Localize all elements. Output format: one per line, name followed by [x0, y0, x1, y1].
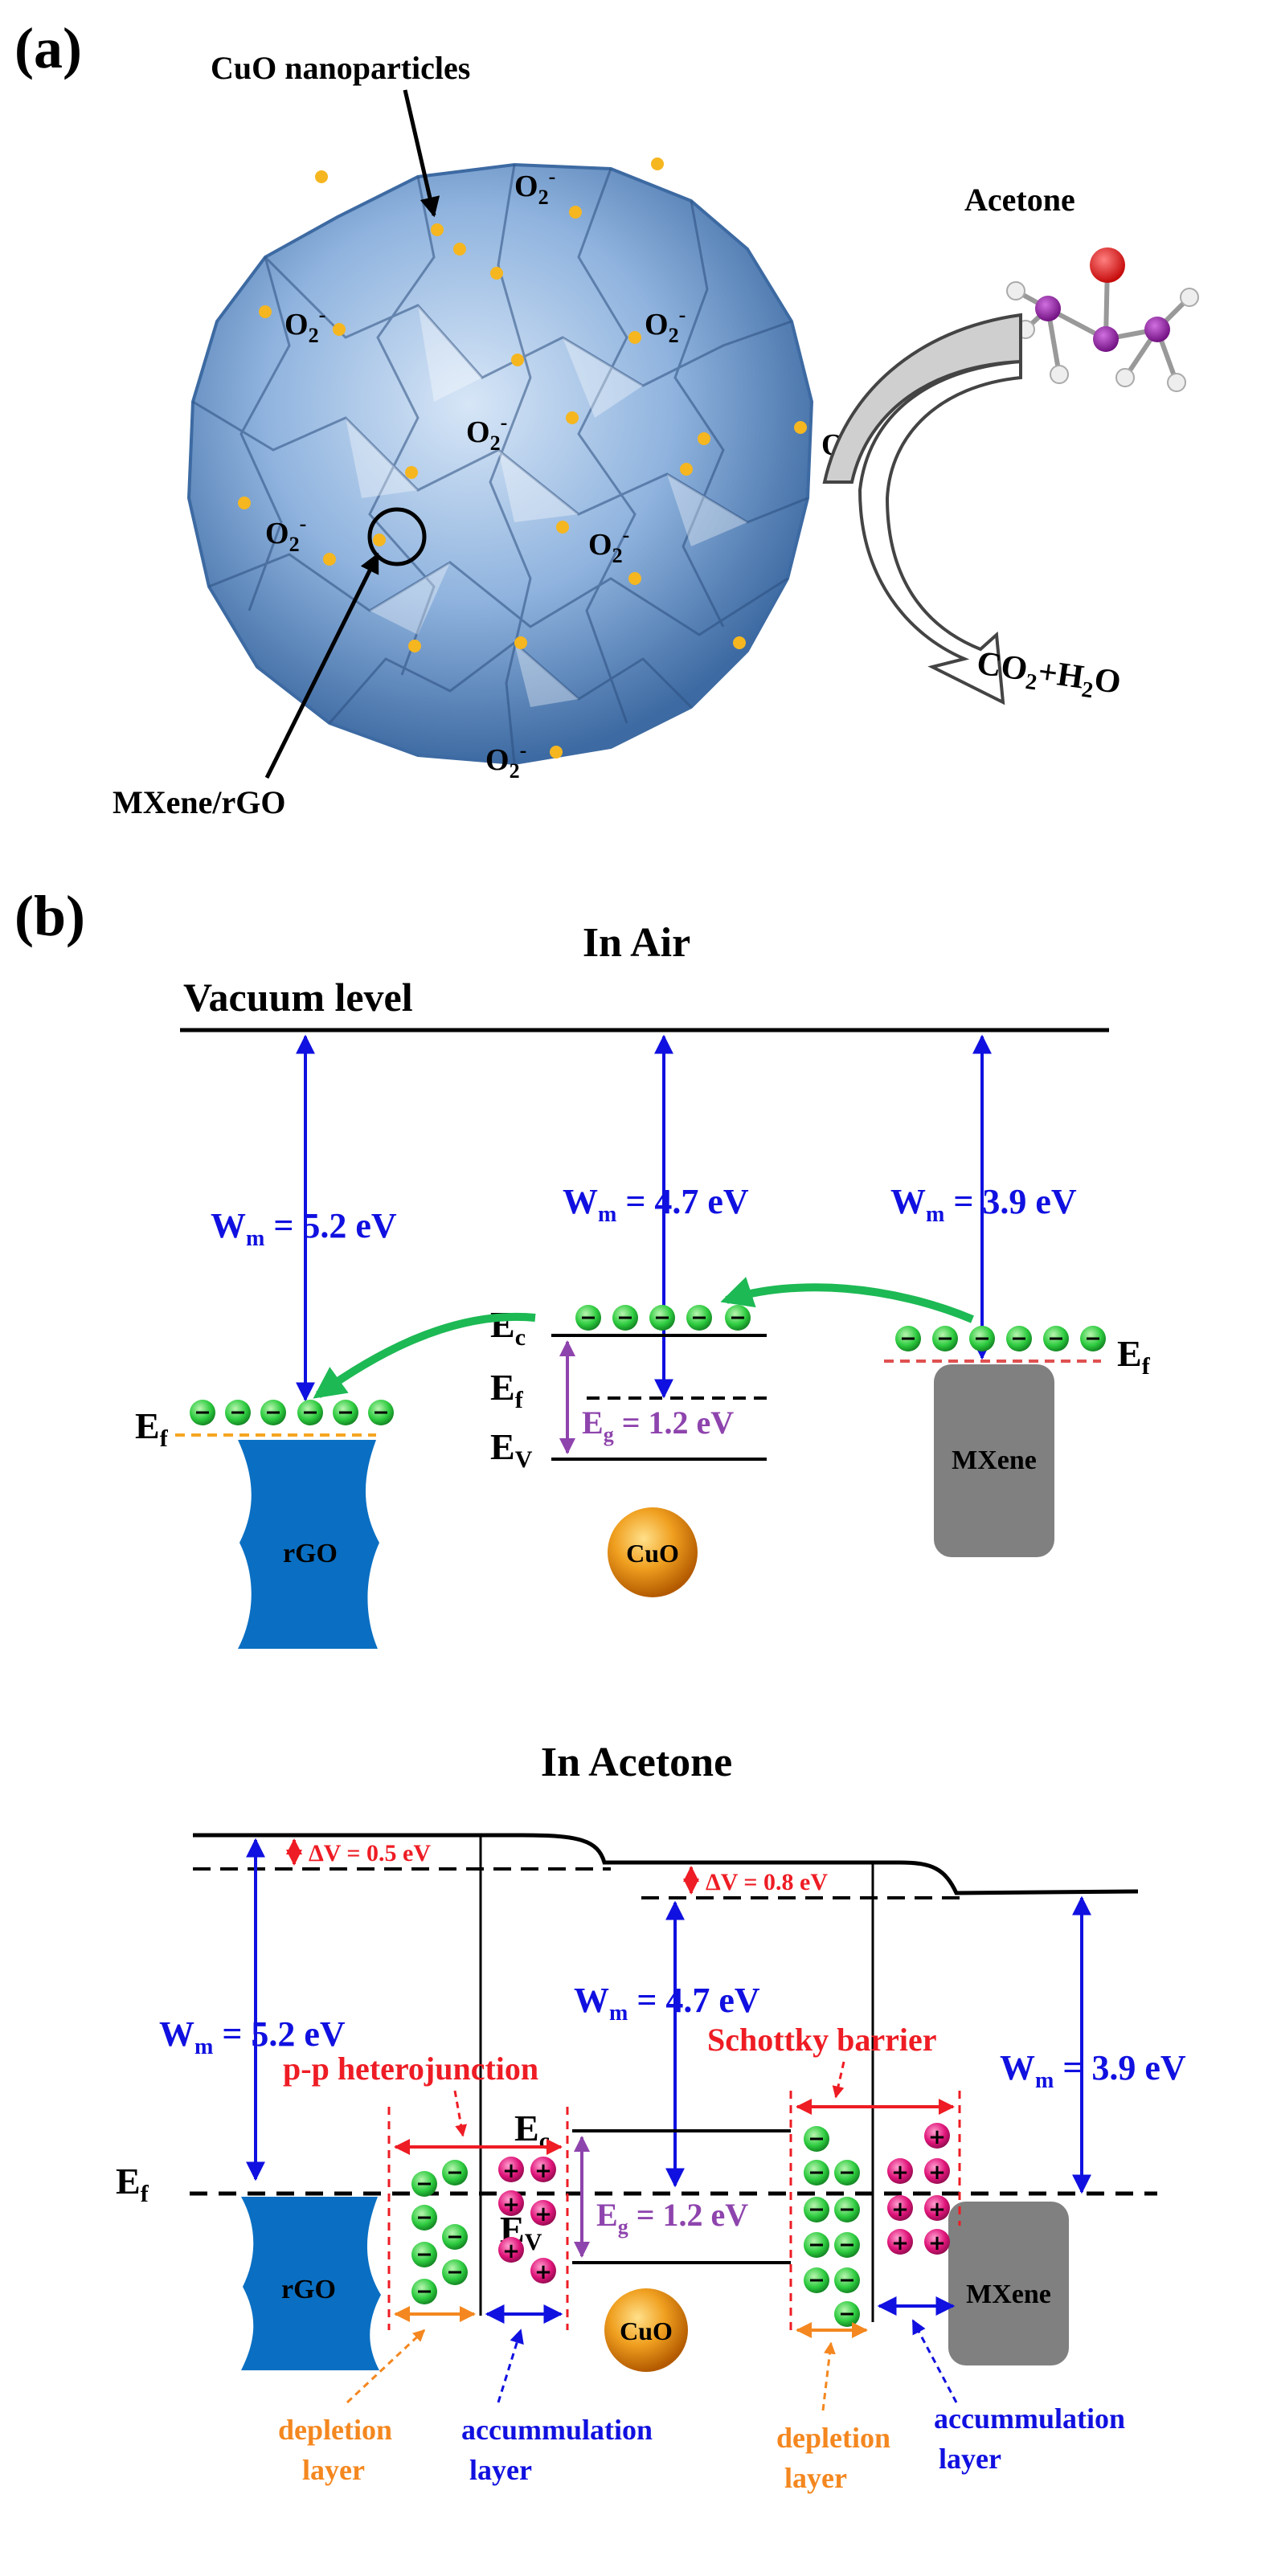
wm-rgo-label-acetone: Wm = 5.2 eV [159, 2014, 346, 2059]
cuo-pointer-arrow [403, 89, 440, 218]
electron-transfer-arrow-mxene-cuo [720, 1277, 974, 1323]
accumulation-label-left: accummulation [461, 2414, 653, 2446]
svg-text:+: + [928, 2161, 946, 2185]
mxene-label-acetone: MXene [966, 2280, 1051, 2309]
vacuum-level-label: Vacuum level [183, 975, 413, 1020]
wm-mxene-label: Wm = 3.9 eV [890, 1182, 1077, 1227]
schottky-electrons [804, 2126, 860, 2327]
accumulation-label-right: accummulation [934, 2402, 1125, 2435]
rgo-block-air: rGO [175, 1433, 379, 1649]
accumulation-layer-left: layer [469, 2454, 532, 2486]
rgo-label-air: rGO [283, 1539, 338, 1568]
in-acetone-title: In Acetone [541, 1740, 732, 1785]
svg-text:+: + [534, 2202, 552, 2226]
depletion-label-left: depletion [278, 2414, 392, 2446]
svg-text:+: + [502, 2193, 520, 2217]
ev-label-air: EV [490, 1426, 533, 1473]
wm-cuo-label-acetone: Wm = 4.7 eV [574, 1981, 760, 2026]
accumulation-pointer-left [497, 2329, 524, 2403]
svg-text:+: + [534, 2260, 552, 2284]
o2-label: O2- [588, 523, 629, 567]
mxene-rgo-pointer-arrow [264, 552, 380, 779]
panel-b-acetone: In Acetone ΔV = 0.5 eV ΔV = 0.8 eV Wm = … [116, 1740, 1186, 2494]
svg-text:+: + [928, 2125, 946, 2149]
panel-a: (a) [14, 16, 1199, 820]
svg-text:+: + [502, 2239, 520, 2263]
cuo-sphere-air: CuO [608, 1507, 698, 1597]
schottky-barrier-label: Schottky barrier [707, 2022, 937, 2058]
eg-label-air: Eg = 1.2 eV [582, 1405, 734, 1446]
ec-label-air: Ec [490, 1304, 526, 1351]
panel-b-air: (b) In Air Vacuum level Wm = 5.2 eV Wm =… [14, 884, 1151, 1649]
cuo-electrons-air [575, 1305, 751, 1331]
ef-mxene-air: Ef [1117, 1333, 1151, 1380]
panel-a-label: (a) [14, 16, 82, 80]
rgo-block-acetone: rGO [241, 2197, 381, 2370]
dv2-label: ΔV = 0.8 eV [706, 1869, 828, 1895]
accumulation-layer-right: layer [939, 2443, 1001, 2475]
svg-text:+: + [891, 2161, 909, 2185]
depletion-label-right: depletion [776, 2422, 890, 2454]
pp-electrons [411, 2160, 468, 2304]
mxene-block-acetone: MXene [948, 2202, 1069, 2365]
accumulation-pointer-right [911, 2319, 958, 2403]
o2-label: O2- [284, 303, 325, 347]
cuo-label-air: CuO [626, 1539, 679, 1568]
o2-label: O2- [485, 738, 526, 783]
mxene-rgo-label: MXene/rGO [113, 784, 286, 820]
depletion-pointer-right [821, 2341, 836, 2411]
cuo-nanoparticles-label: CuO nanoparticles [211, 50, 470, 86]
pp-holes: + + + + + + [498, 2157, 556, 2284]
acetone-molecule [1006, 247, 1199, 392]
electron-transfer-arrow-cuo-rgo [313, 1312, 536, 1399]
depletion-layer-right: layer [784, 2462, 847, 2494]
in-air-title: In Air [583, 920, 690, 966]
ef-cuo-air: Ef [490, 1367, 524, 1413]
wm-rgo-label: Wm = 5.2 eV [211, 1206, 397, 1251]
mxene-rgo-highlight-circle [367, 507, 427, 566]
cuo-nanoparticle-dots [238, 157, 807, 758]
svg-text:+: + [928, 2231, 946, 2255]
svg-text:+: + [928, 2198, 946, 2222]
eg-label-acetone: Eg = 1.2 eV [596, 2197, 748, 2239]
ef-rgo-air: Ef [135, 1405, 169, 1452]
cuo-sphere-acetone: CuO [604, 2288, 688, 2372]
depletion-pointer-left [346, 2329, 426, 2404]
ef-label-acetone: Ef [116, 2161, 149, 2207]
rgo-electrons-air [190, 1400, 394, 1425]
rgo-label-acetone: rGO [281, 2275, 336, 2304]
pp-pointer-arrow [453, 2090, 468, 2137]
acetone-vacuum-line [193, 1833, 1139, 1895]
o2-label: O2- [645, 303, 686, 347]
mxene-rgo-sphere [186, 162, 814, 766]
reaction-arrow [822, 313, 1022, 705]
o2-label: O2- [466, 411, 507, 455]
svg-text:+: + [534, 2159, 552, 2183]
acetone-label: Acetone [964, 182, 1075, 218]
pp-heterojunction-label: p-p heterojunction [283, 2051, 538, 2087]
svg-text:+: + [891, 2231, 909, 2255]
mxene-label-air: MXene [952, 1445, 1037, 1475]
wm-cuo-label: Wm = 4.7 eV [563, 1182, 749, 1227]
cuo-bands-air [551, 1334, 767, 1461]
product-label: CO2+H2O [974, 644, 1124, 707]
svg-text:+: + [891, 2198, 909, 2222]
panel-b-label: (b) [14, 884, 85, 948]
dv1-label: ΔV = 0.5 eV [309, 1840, 431, 1867]
wm-mxene-label-acetone: Wm = 3.9 eV [1000, 2048, 1186, 2093]
schottky-pointer-arrow [832, 2061, 845, 2099]
mxene-block-air: MXene [884, 1360, 1101, 1557]
mxene-electrons-air [895, 1326, 1106, 1351]
depletion-layer-left: layer [302, 2454, 365, 2486]
cuo-label-acetone: CuO [620, 2316, 673, 2345]
schottky-holes: + + + + + + + [887, 2123, 950, 2255]
o2-label: O2- [265, 512, 306, 556]
svg-text:+: + [502, 2159, 520, 2183]
o2-label: O2- [514, 165, 555, 209]
